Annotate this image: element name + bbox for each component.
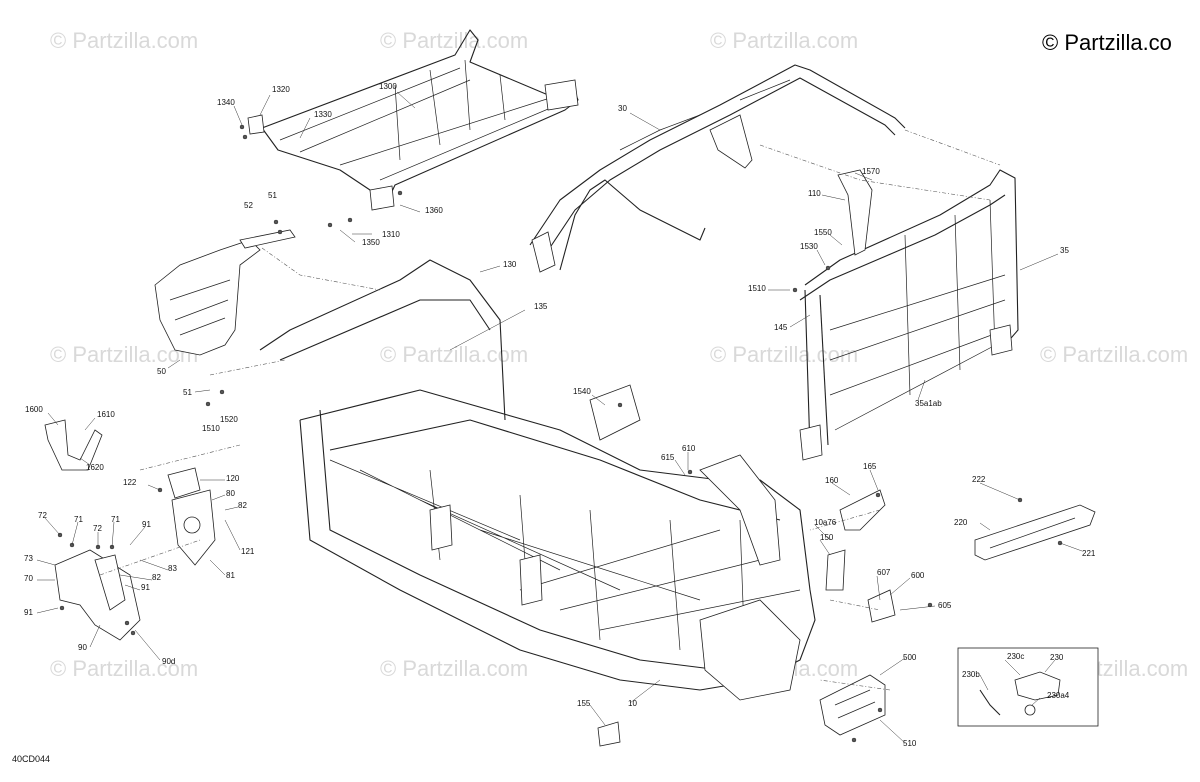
callout-50[interactable]: 50 <box>157 367 166 376</box>
callout-1310[interactable]: 1310 <box>382 230 400 239</box>
callout-230b[interactable]: 230b <box>962 670 980 679</box>
callout-160[interactable]: 160 <box>825 476 839 485</box>
watermark: © Partzilla.com <box>380 28 528 53</box>
callout-73[interactable]: 73 <box>24 554 33 563</box>
callout-610[interactable]: 610 <box>682 444 696 453</box>
callout-labels: 1300 1320 1330 1340 1360 1310 1350 51 52… <box>24 82 1096 748</box>
bracket-600 <box>867 589 896 623</box>
callout-600[interactable]: 600 <box>911 571 925 580</box>
callout-145[interactable]: 145 <box>774 323 788 332</box>
callout-90d[interactable]: 90d <box>162 657 175 666</box>
callout-605[interactable]: 605 <box>938 601 952 610</box>
callout-82[interactable]: 82 <box>238 501 247 510</box>
callout-155[interactable]: 155 <box>577 699 591 708</box>
bracket-1600 <box>44 419 103 471</box>
callout-72[interactable]: 72 <box>38 511 47 520</box>
bracket-155 <box>597 721 621 747</box>
plate-150 <box>825 549 846 591</box>
callout-120[interactable]: 120 <box>226 474 240 483</box>
pedal-bracket-70 <box>54 549 141 641</box>
watermark: © Partzilla.com <box>50 656 198 681</box>
callout-1570[interactable]: 1570 <box>862 167 880 176</box>
callout-1610[interactable]: 1610 <box>97 410 115 419</box>
bumper-220 <box>974 504 1096 561</box>
callout-500[interactable]: 500 <box>903 653 917 662</box>
callout-51[interactable]: 51 <box>268 191 277 200</box>
callout-222[interactable]: 222 <box>972 475 986 484</box>
callout-230a4[interactable]: 230a4 <box>1047 691 1070 700</box>
watermark: © Partzilla.com <box>50 28 198 53</box>
callout-220[interactable]: 220 <box>954 518 968 527</box>
callout-510[interactable]: 510 <box>903 739 917 748</box>
leader-lines <box>36 91 1083 744</box>
callout-615[interactable]: 615 <box>661 453 675 462</box>
callout-1620[interactable]: 1620 <box>86 463 104 472</box>
callout-80[interactable]: 80 <box>226 489 235 498</box>
callout-1540[interactable]: 1540 <box>573 387 591 396</box>
callout-35a1ab[interactable]: 35a1ab <box>915 399 942 408</box>
callout-121[interactable]: 121 <box>241 547 255 556</box>
callout-110[interactable]: 110 <box>808 189 821 198</box>
callout-71[interactable]: 71 <box>111 515 120 524</box>
diagram-code: 40CD044 <box>12 754 50 764</box>
callout-122[interactable]: 122 <box>123 478 137 487</box>
callout-150[interactable]: 150 <box>820 533 834 542</box>
callout-52[interactable]: 52 <box>244 201 253 210</box>
callout-607[interactable]: 607 <box>877 568 891 577</box>
callout-165[interactable]: 165 <box>863 462 877 471</box>
callout-72[interactable]: 72 <box>93 524 102 533</box>
callout-1350[interactable]: 1350 <box>362 238 380 247</box>
callout-1550[interactable]: 1550 <box>814 228 832 237</box>
callout-221[interactable]: 221 <box>1082 549 1096 558</box>
callout-91[interactable]: 91 <box>141 583 150 592</box>
callout-135[interactable]: 135 <box>534 302 548 311</box>
callout-1520[interactable]: 1520 <box>220 415 238 424</box>
main-frame-10 <box>259 259 816 701</box>
watermark-group: © Partzilla.com © Partzilla.com © Partzi… <box>50 28 1188 681</box>
copyright-notice: © Partzilla.co <box>1042 30 1172 55</box>
callout-1330[interactable]: 1330 <box>314 110 332 119</box>
roll-cage-35 <box>799 169 1019 461</box>
callout-1320[interactable]: 1320 <box>272 85 290 94</box>
watermark: © Partzilla.com <box>710 342 858 367</box>
dash-bracket-50 <box>154 229 296 356</box>
callout-1510[interactable]: 1510 <box>748 284 766 293</box>
callout-230c[interactable]: 230c <box>1007 652 1024 661</box>
callout-91[interactable]: 91 <box>142 520 151 529</box>
callout-230[interactable]: 230 <box>1050 653 1064 662</box>
callout-71[interactable]: 71 <box>74 515 83 524</box>
callout-10a76[interactable]: 10a76 <box>814 518 837 527</box>
skid-plate-500 <box>819 674 886 736</box>
callout-81[interactable]: 81 <box>226 571 235 580</box>
roll-cage-30 <box>529 64 906 273</box>
callout-35[interactable]: 35 <box>1060 246 1069 255</box>
callout-1340[interactable]: 1340 <box>217 98 235 107</box>
callout-70[interactable]: 70 <box>24 574 33 583</box>
callout-90[interactable]: 90 <box>78 643 87 652</box>
callout-83[interactable]: 83 <box>168 564 177 573</box>
bracket-120 <box>167 467 216 566</box>
watermark: © Partzilla.com <box>710 28 858 53</box>
rear-rack-1300 <box>247 29 579 211</box>
assembly-lines <box>99 129 1001 691</box>
watermark: © Partzilla.com <box>1040 342 1188 367</box>
callout-91[interactable]: 91 <box>24 608 33 617</box>
callout-1510[interactable]: 1510 <box>202 424 220 433</box>
watermark: © Partzilla.com <box>380 342 528 367</box>
fastener-group <box>57 124 1063 743</box>
watermark: © Partzilla.com <box>380 656 528 681</box>
callout-30[interactable]: 30 <box>618 104 627 113</box>
callout-10[interactable]: 10 <box>628 699 637 708</box>
callout-51[interactable]: 51 <box>183 388 192 397</box>
callout-130[interactable]: 130 <box>503 260 517 269</box>
bracket-160 <box>839 489 886 531</box>
callout-1530[interactable]: 1530 <box>800 242 818 251</box>
callout-1300[interactable]: 1300 <box>379 82 397 91</box>
hitch-inset-230 <box>957 647 1099 727</box>
callout-1360[interactable]: 1360 <box>425 206 443 215</box>
callout-1600[interactable]: 1600 <box>25 405 43 414</box>
callout-82[interactable]: 82 <box>152 573 161 582</box>
